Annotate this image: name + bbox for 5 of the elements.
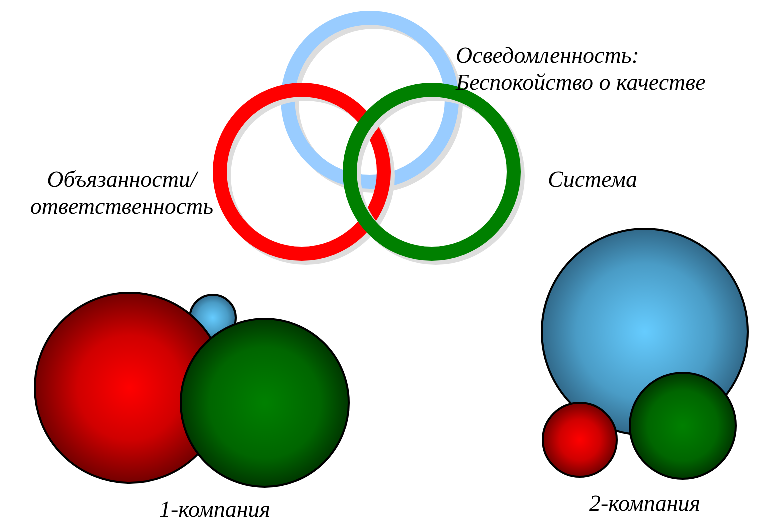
group-caption: 2-компания xyxy=(588,490,702,517)
ring-label: Осведомленность: Беспокойство о качестве xyxy=(456,42,707,96)
ring-label: Система xyxy=(548,166,638,193)
group-caption: 1-компания xyxy=(158,496,272,523)
ring-label: Объязанности/ ответственность xyxy=(29,166,215,220)
